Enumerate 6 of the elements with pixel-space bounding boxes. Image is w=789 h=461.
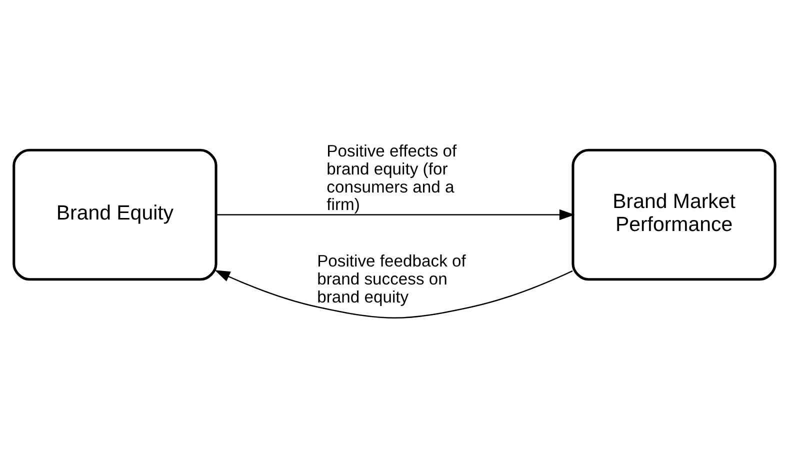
arrow bbox=[216, 209, 575, 220]
edge-label: Positive effects of brand equity (for consumers and a firm) bbox=[326, 141, 457, 214]
node-box: Brand Equity bbox=[12, 148, 218, 281]
arrow bbox=[214, 270, 573, 318]
node-box: Brand Market Performance bbox=[572, 148, 776, 281]
edge-label: Positive feedback of brand success on brand equity bbox=[317, 251, 466, 306]
